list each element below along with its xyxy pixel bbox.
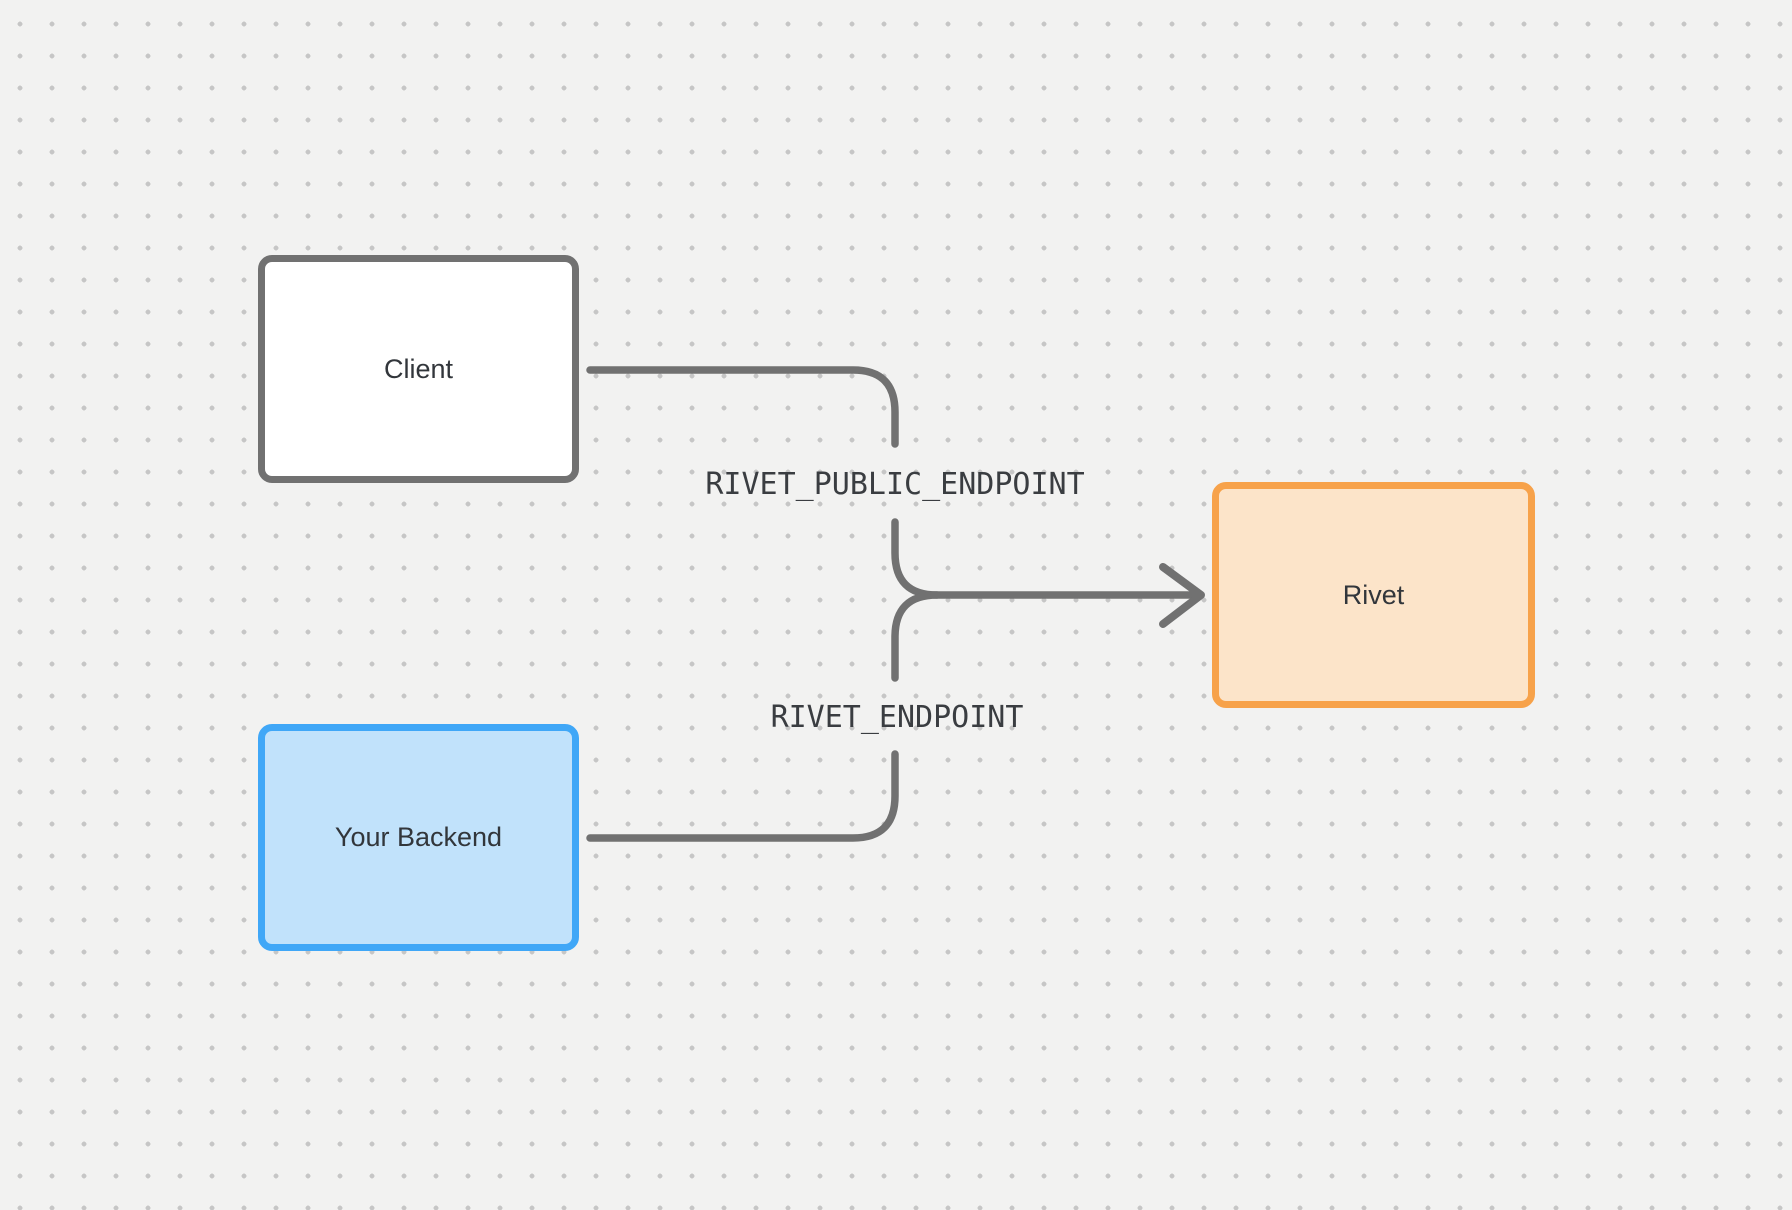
edge-backend-lower-segment bbox=[586, 750, 899, 842]
node-rivet-label: Rivet bbox=[1342, 579, 1405, 610]
node-client: Client bbox=[258, 255, 579, 483]
node-your-backend-label: Your Backend bbox=[334, 822, 503, 852]
edge-label-rivet-public-endpoint: RIVET_PUBLIC_ENDPOINT bbox=[705, 467, 1085, 502]
edge-merged-arrow-shaft bbox=[891, 518, 1201, 599]
arrowhead-icon bbox=[1159, 563, 1205, 628]
edge-client-upper-segment bbox=[586, 366, 899, 448]
edge-backend-merge-curve bbox=[891, 591, 941, 682]
node-your-backend: Your Backend bbox=[258, 724, 579, 951]
edge-label-rivet-endpoint: RIVET_ENDPOINT bbox=[770, 700, 1024, 735]
node-rivet: Rivet bbox=[1212, 482, 1535, 708]
node-client-label: Client bbox=[383, 353, 454, 384]
